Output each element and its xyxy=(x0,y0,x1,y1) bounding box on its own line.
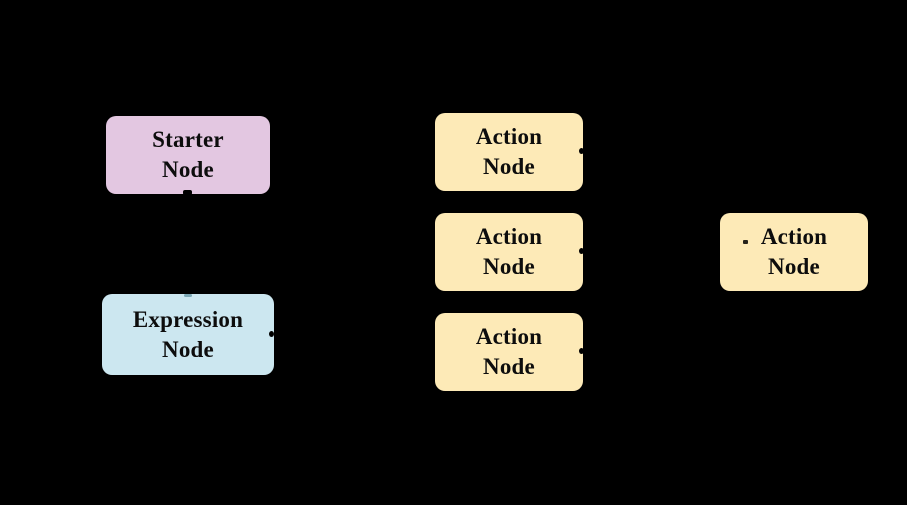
node-starter-label: Starter Node xyxy=(152,127,224,182)
node-action-1: Action Node xyxy=(435,113,583,191)
edge-stub-action-2-right xyxy=(579,248,584,254)
node-expression-label: Expression Node xyxy=(132,306,244,362)
node-action-3: Action Node xyxy=(435,313,583,391)
edge-stub-expression-right xyxy=(269,331,274,337)
arrowhead-expression-top xyxy=(184,294,192,297)
edge-stub-action-1-right xyxy=(579,148,584,154)
arrowhead-action-right xyxy=(743,240,748,244)
node-action-right: Action Node xyxy=(720,213,868,291)
node-expression: Expression Node xyxy=(102,294,274,375)
edge-stub-starter-bottom xyxy=(183,190,192,195)
edge-stub-action-3-right xyxy=(579,348,584,354)
node-starter: Starter Node xyxy=(106,116,270,194)
node-action-2: Action Node xyxy=(435,213,583,291)
node-action-1-label: Action Node xyxy=(475,124,543,179)
node-action-right-label: Action Node xyxy=(760,224,828,279)
node-action-2-label: Action Node xyxy=(475,224,543,279)
node-action-3-label: Action Node xyxy=(475,324,543,379)
